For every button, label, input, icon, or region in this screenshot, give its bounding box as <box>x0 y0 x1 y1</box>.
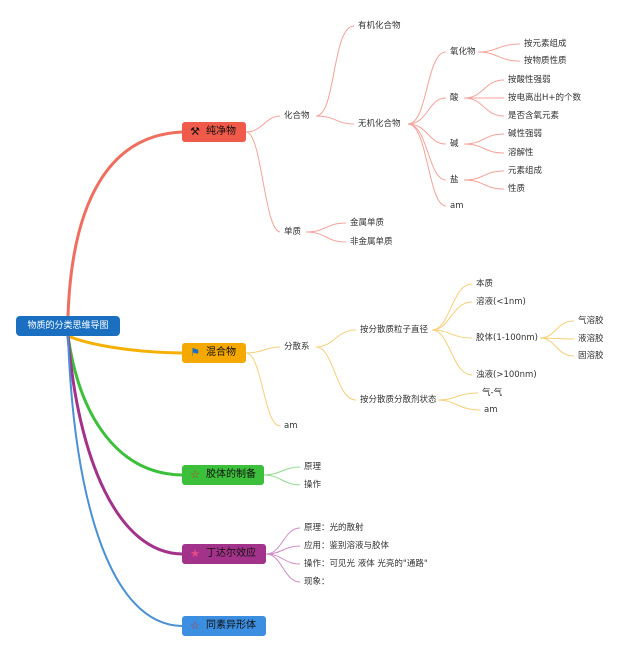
node-turbid[interactable]: 浊液(>100nm) <box>476 370 537 380</box>
node-colloid-label: 胶体的制备 <box>206 469 256 480</box>
node-acid[interactable]: 酸 <box>450 93 459 103</box>
node-aerosol[interactable]: 气溶胶 <box>578 316 604 326</box>
node-tyndall-phenomenon[interactable]: 现象： <box>304 577 330 587</box>
node-metal[interactable]: 金属单质 <box>350 218 385 228</box>
branch-line-mix <box>67 334 183 355</box>
node-oxide[interactable]: 氧化物 <box>450 47 476 57</box>
node-solution[interactable]: 溶液(<1nm) <box>476 297 526 307</box>
node-salt-property[interactable]: 性质 <box>508 184 526 194</box>
node-colloid-principle[interactable]: 原理 <box>304 462 322 472</box>
node-compound[interactable]: 化合物 <box>284 111 310 121</box>
node-dispersion[interactable]: 分散系 <box>284 342 310 352</box>
branch-line-tyndall <box>66 335 183 556</box>
node-inorganic[interactable]: 无机化合物 <box>358 119 401 129</box>
node-gas-gas[interactable]: 气-气 <box>482 388 503 398</box>
node-colloid-range[interactable]: 胶体(1-100nm) <box>476 333 538 343</box>
node-essence[interactable]: 本质 <box>476 279 494 289</box>
node-acid-strength[interactable]: 按酸性强弱 <box>508 75 551 85</box>
node-tyndall-application[interactable]: 应用：鉴别溶液与胶体 <box>304 541 390 551</box>
flag-icon: ⚑ <box>190 346 200 359</box>
star-icon: ☆ <box>190 468 200 481</box>
node-salt[interactable]: 盐 <box>450 175 459 185</box>
node-colloid-operation[interactable]: 操作 <box>304 480 322 490</box>
node-tyndall-label: 丁达尔效应 <box>206 548 256 559</box>
node-am-mix[interactable]: am <box>284 421 298 431</box>
node-tyndall-operation[interactable]: 操作：可见光 液体 光亮的"通路" <box>304 559 428 569</box>
node-acid-oxygen[interactable]: 是否含氧元素 <box>508 111 560 121</box>
node-am-state[interactable]: am <box>484 405 498 415</box>
root-node[interactable]: 物质的分类思维导图 <box>16 316 120 336</box>
node-base-strength[interactable]: 碱性强弱 <box>508 129 543 139</box>
node-nonmetal[interactable]: 非金属单质 <box>350 237 393 247</box>
node-tyndall-principle[interactable]: 原理：光的散射 <box>304 523 364 533</box>
node-pure-label: 纯净物 <box>206 126 236 137</box>
node-am-pure[interactable]: am <box>450 201 464 211</box>
node-organic[interactable]: 有机化合物 <box>358 21 401 31</box>
node-mixture[interactable]: ⚑ 混合物 <box>182 343 246 363</box>
branch-line-colloid <box>66 335 183 477</box>
node-colloid-prep[interactable]: ☆ 胶体的制备 <box>182 465 264 485</box>
node-element[interactable]: 单质 <box>284 227 302 237</box>
node-pure-substance[interactable]: ⚒ 纯净物 <box>182 122 246 142</box>
branch-line-pure <box>66 130 183 317</box>
node-allotrope[interactable]: ☆ 同素异形体 <box>182 616 266 636</box>
branch-line-allotrope <box>67 335 183 627</box>
node-solidsol[interactable]: 固溶胶 <box>578 351 604 361</box>
node-salt-composition[interactable]: 元素组成 <box>508 166 543 176</box>
node-acid-ionization[interactable]: 按电离出H+的个数 <box>508 93 582 103</box>
star-icon: ★ <box>190 547 200 560</box>
node-tyndall[interactable]: ★ 丁达尔效应 <box>182 544 266 564</box>
node-liquisol[interactable]: 液溶胶 <box>578 334 604 344</box>
node-oxide-by-element[interactable]: 按元素组成 <box>524 39 567 49</box>
node-oxide-by-property[interactable]: 按物质性质 <box>524 56 567 66</box>
star-icon: ☆ <box>190 619 200 632</box>
node-by-particle-size[interactable]: 按分散质粒子直径 <box>360 325 429 335</box>
tools-icon: ⚒ <box>190 125 200 138</box>
node-by-state[interactable]: 按分散质分散剂状态 <box>360 395 437 405</box>
node-base[interactable]: 碱 <box>450 139 459 149</box>
node-base-solubility[interactable]: 溶解性 <box>508 148 534 158</box>
node-allotrope-label: 同素异形体 <box>206 620 256 631</box>
node-mixture-label: 混合物 <box>206 347 236 358</box>
